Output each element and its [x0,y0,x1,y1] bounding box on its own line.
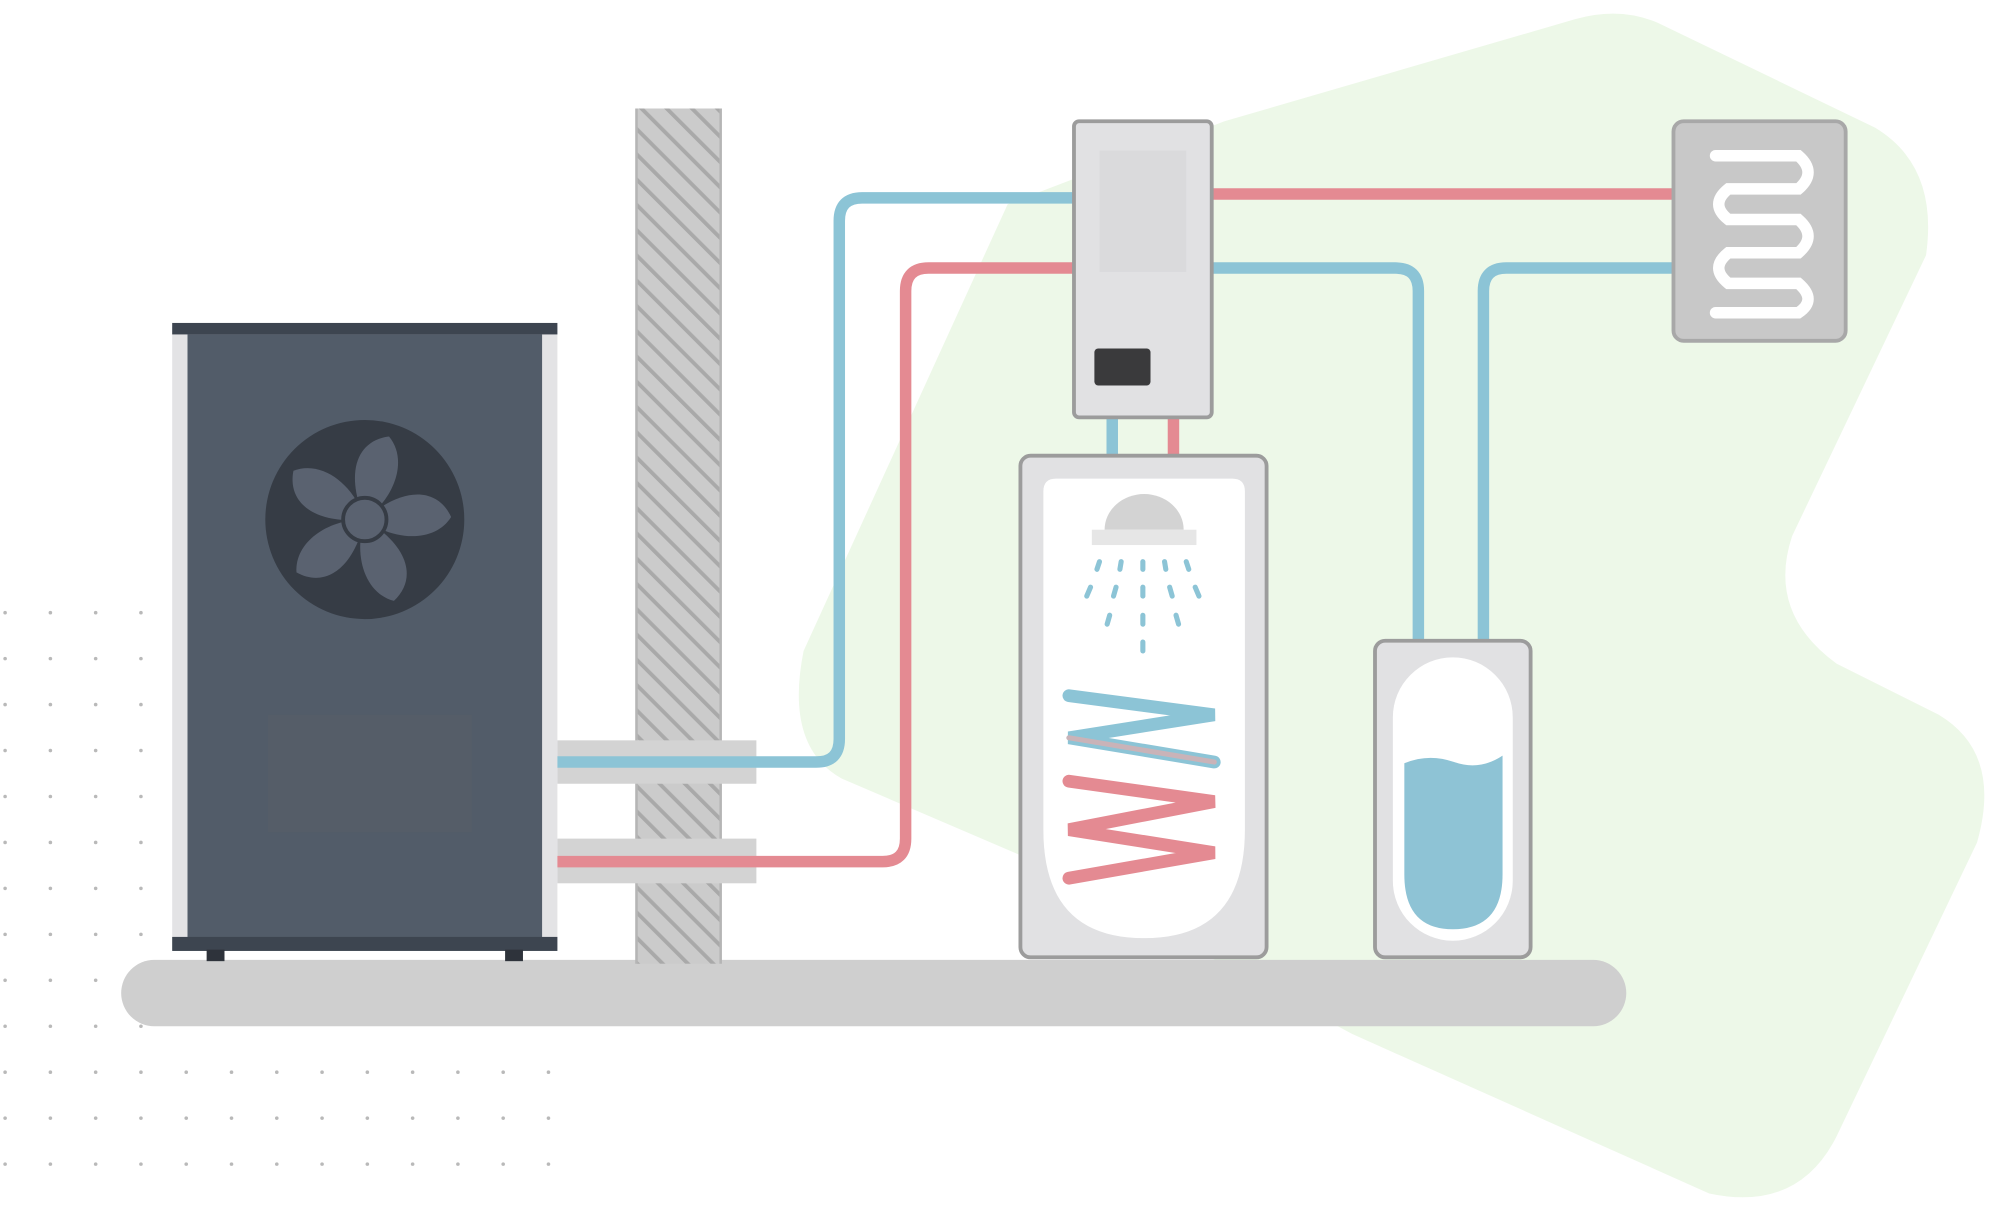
grid-dot [184,1116,189,1120]
grid-dot [320,1070,324,1074]
grid-dot [139,794,143,799]
grid-dot [139,656,143,661]
grid-dot [48,1116,53,1120]
grid-dot [3,1024,7,1029]
grid-dot [456,1162,460,1166]
grid-dot [139,1162,143,1166]
floor [121,959,1627,1027]
grid-dot [139,840,143,845]
grid-dot [93,978,98,983]
grid-dot [48,886,53,891]
grid-dot [48,932,53,937]
pipe-cold-buffer [1211,262,1425,641]
grid-dot [48,702,53,707]
shower-icon [1084,494,1202,654]
grid-dot [3,748,7,753]
grid-dot [93,1024,98,1029]
grid-dot [501,1116,505,1120]
grid-dot [456,1116,460,1120]
grid-dot [3,656,7,661]
grid-dot [93,656,98,661]
buffer-tank [1373,638,1533,960]
grid-dot [3,932,7,937]
fan-icon [265,419,465,620]
grid-dot [48,748,53,753]
grid-dot [229,1116,234,1120]
water-level [1404,755,1503,930]
grid-dot [3,1070,7,1074]
pipe-hot-heat-pump [557,262,1074,868]
grid-dot [365,1162,370,1166]
grid-dot [48,610,53,615]
grid-dot [93,1116,98,1120]
grid-dot [93,840,98,845]
grid-dot [3,610,7,615]
grid-dot [3,794,7,799]
radiator [1671,119,1848,343]
grid-dot [229,1162,234,1166]
grid-dot [184,1070,189,1074]
wall [636,108,721,964]
grid-dot [3,702,7,707]
grid-dot [546,1162,551,1166]
grid-dot [139,1116,143,1120]
grid-dot [410,1116,415,1120]
heat-pump-panel [267,714,472,833]
grid-dot [275,1070,279,1074]
grid-dot [275,1162,279,1166]
grid-dot [139,610,143,615]
grid-dot [139,1070,143,1074]
grid-dot [410,1162,415,1166]
grid-dot [365,1116,370,1120]
pipe-cold-radiator [1477,262,1674,641]
grid-dot [139,932,143,937]
grid-dot [139,1024,143,1029]
grid-dot [93,1070,98,1074]
grid-dot [320,1116,324,1120]
control-unit [1072,119,1214,420]
grid-dot [3,1116,7,1120]
grid-dot [93,794,98,799]
grid-dot [93,932,98,937]
grid-dot [3,886,7,891]
grid-dot [546,1070,551,1074]
grid-dot [3,1162,7,1166]
grid-dot [3,840,7,845]
grid-dot [275,1116,279,1120]
pipe-cold-heat-pump [557,192,1074,768]
grid-dot [48,1024,53,1029]
grid-dot [501,1070,505,1074]
grid-dot [48,794,53,799]
grid-dot [410,1070,415,1074]
grid-dot [48,656,53,661]
grid-dot [546,1116,551,1120]
grid-dot [48,840,53,845]
grid-dot [139,748,143,753]
grid-dot [48,1070,53,1074]
heating-coil [1062,689,1221,885]
grid-dot [93,702,98,707]
grid-dot [93,610,98,615]
grid-dot [139,702,143,707]
grid-dot [48,978,53,983]
grid-dot [184,1162,189,1166]
grid-dot [48,1162,53,1166]
grid-dot [93,1162,98,1166]
grid-dot [320,1162,324,1166]
grid-dot [365,1070,370,1074]
hot-water-cylinder [1018,453,1269,960]
grid-dot [456,1070,460,1074]
grid-dot [3,978,7,983]
grid-dot [501,1162,505,1166]
heat-pump [172,322,558,962]
grid-dot [93,886,98,891]
grid-dot [93,748,98,753]
grid-dot [229,1070,234,1074]
control-display [1094,348,1151,386]
grid-dot [139,886,143,891]
